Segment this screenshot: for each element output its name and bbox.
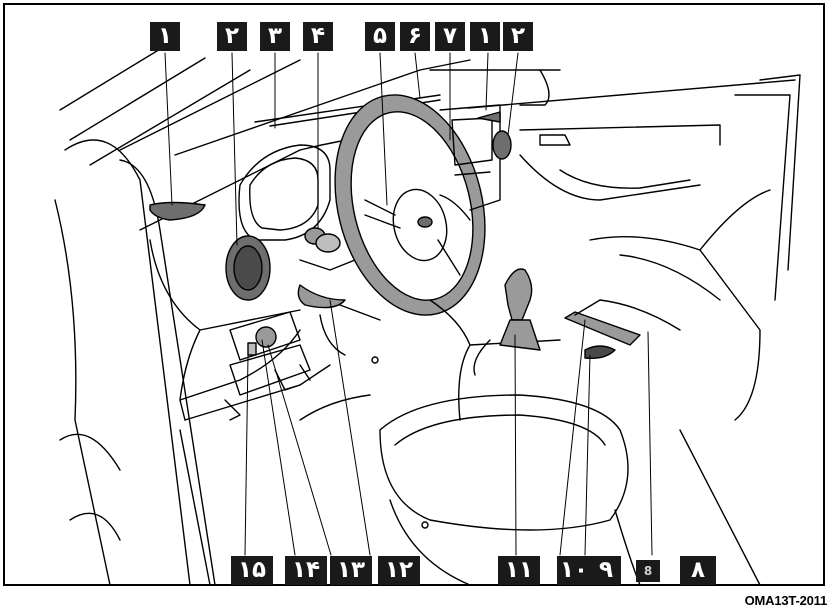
gear-shifter xyxy=(474,269,540,375)
left-air-vent xyxy=(226,236,270,300)
callout-8-box: 8 xyxy=(636,560,660,582)
callout-1-right: ۱ xyxy=(470,22,500,51)
callout-1: ۱ xyxy=(150,22,180,51)
callout-10: ۱۰ xyxy=(557,556,591,585)
callout-3: ۳ xyxy=(260,22,290,51)
callout-2: ۲ xyxy=(217,22,247,51)
callout-6: ۶ xyxy=(400,22,430,51)
callout-12: ۱۲ xyxy=(378,556,420,585)
right-vent-and-door xyxy=(478,75,800,300)
callout-11: ۱۱ xyxy=(498,556,540,585)
callout-5: ۵ xyxy=(365,22,395,51)
callout-2-right: ۲ xyxy=(503,22,533,51)
figure-code: OMA13T-2011 xyxy=(745,593,827,608)
headlight-switch xyxy=(305,228,340,252)
stalk-lever xyxy=(298,285,345,308)
callout-13: ۱۳ xyxy=(330,556,372,585)
callout-8: ۸ xyxy=(680,556,716,585)
passenger-seat xyxy=(590,190,770,585)
callout-4: ۴ xyxy=(303,22,333,51)
callout-7: ۷ xyxy=(435,22,465,51)
callout-15: ۱۵ xyxy=(231,556,273,585)
lower-switch-panel xyxy=(230,312,310,395)
callout-14: ۱۴ xyxy=(285,556,327,585)
floor xyxy=(300,357,428,528)
steering-wheel xyxy=(313,79,507,331)
callout-9: ۹ xyxy=(591,556,621,585)
